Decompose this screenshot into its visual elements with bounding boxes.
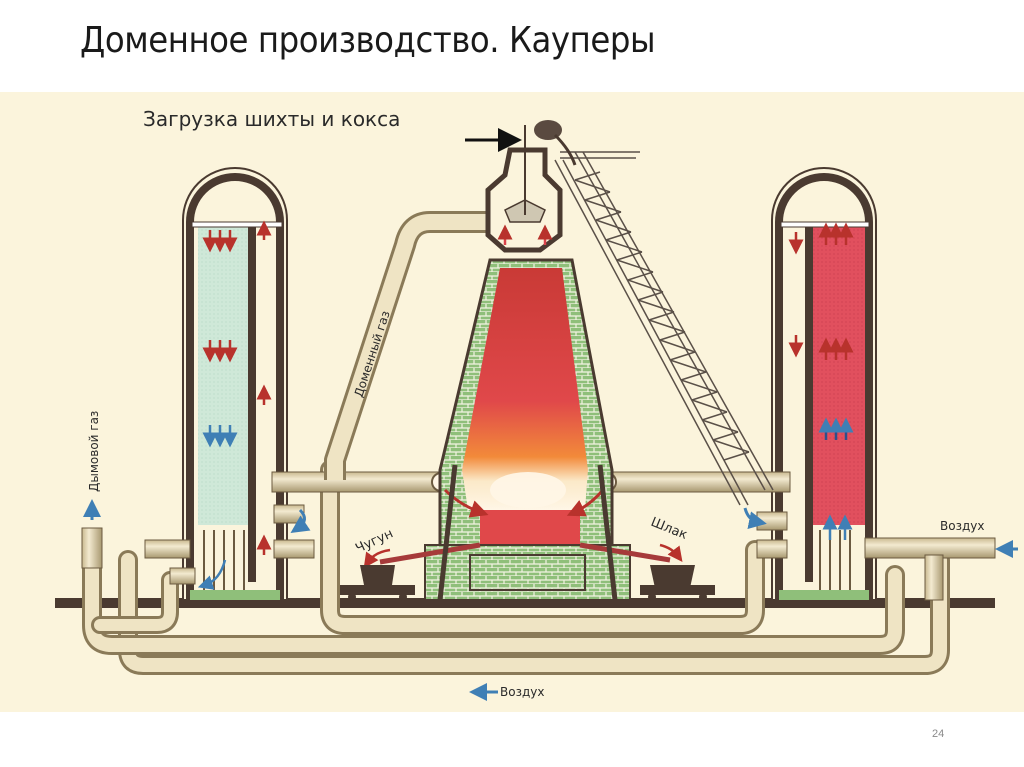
cold-air-main — [82, 460, 950, 675]
blast-furnace-gas-pipe — [324, 211, 500, 480]
label-pig-iron: Чугун — [353, 526, 395, 556]
page-number: 24 — [932, 728, 945, 740]
label-flue-gas: Дымовой газ — [87, 411, 101, 492]
pig-iron-ladle-car — [340, 565, 415, 601]
right-cowper-stove — [771, 167, 877, 601]
label-charge-loading: Загрузка шихты и кокса — [143, 107, 400, 131]
left-cowper-stove — [182, 167, 288, 601]
skip-hoist-incline — [554, 151, 774, 506]
slide-title: Доменное производство. Кауперы — [80, 20, 656, 61]
blast-furnace — [363, 120, 683, 601]
cowper-stove-diagram: Загрузка шихты и кокса Доменный газ Дымо… — [0, 92, 1024, 712]
label-air-inlet: Воздух — [940, 519, 984, 533]
flue-gas-stack-pipe — [81, 499, 103, 569]
label-air-bottom: Воздух — [500, 685, 544, 699]
label-slag: Шлак — [649, 515, 690, 543]
slag-ladle-car — [640, 565, 715, 601]
ground-line — [55, 598, 995, 608]
